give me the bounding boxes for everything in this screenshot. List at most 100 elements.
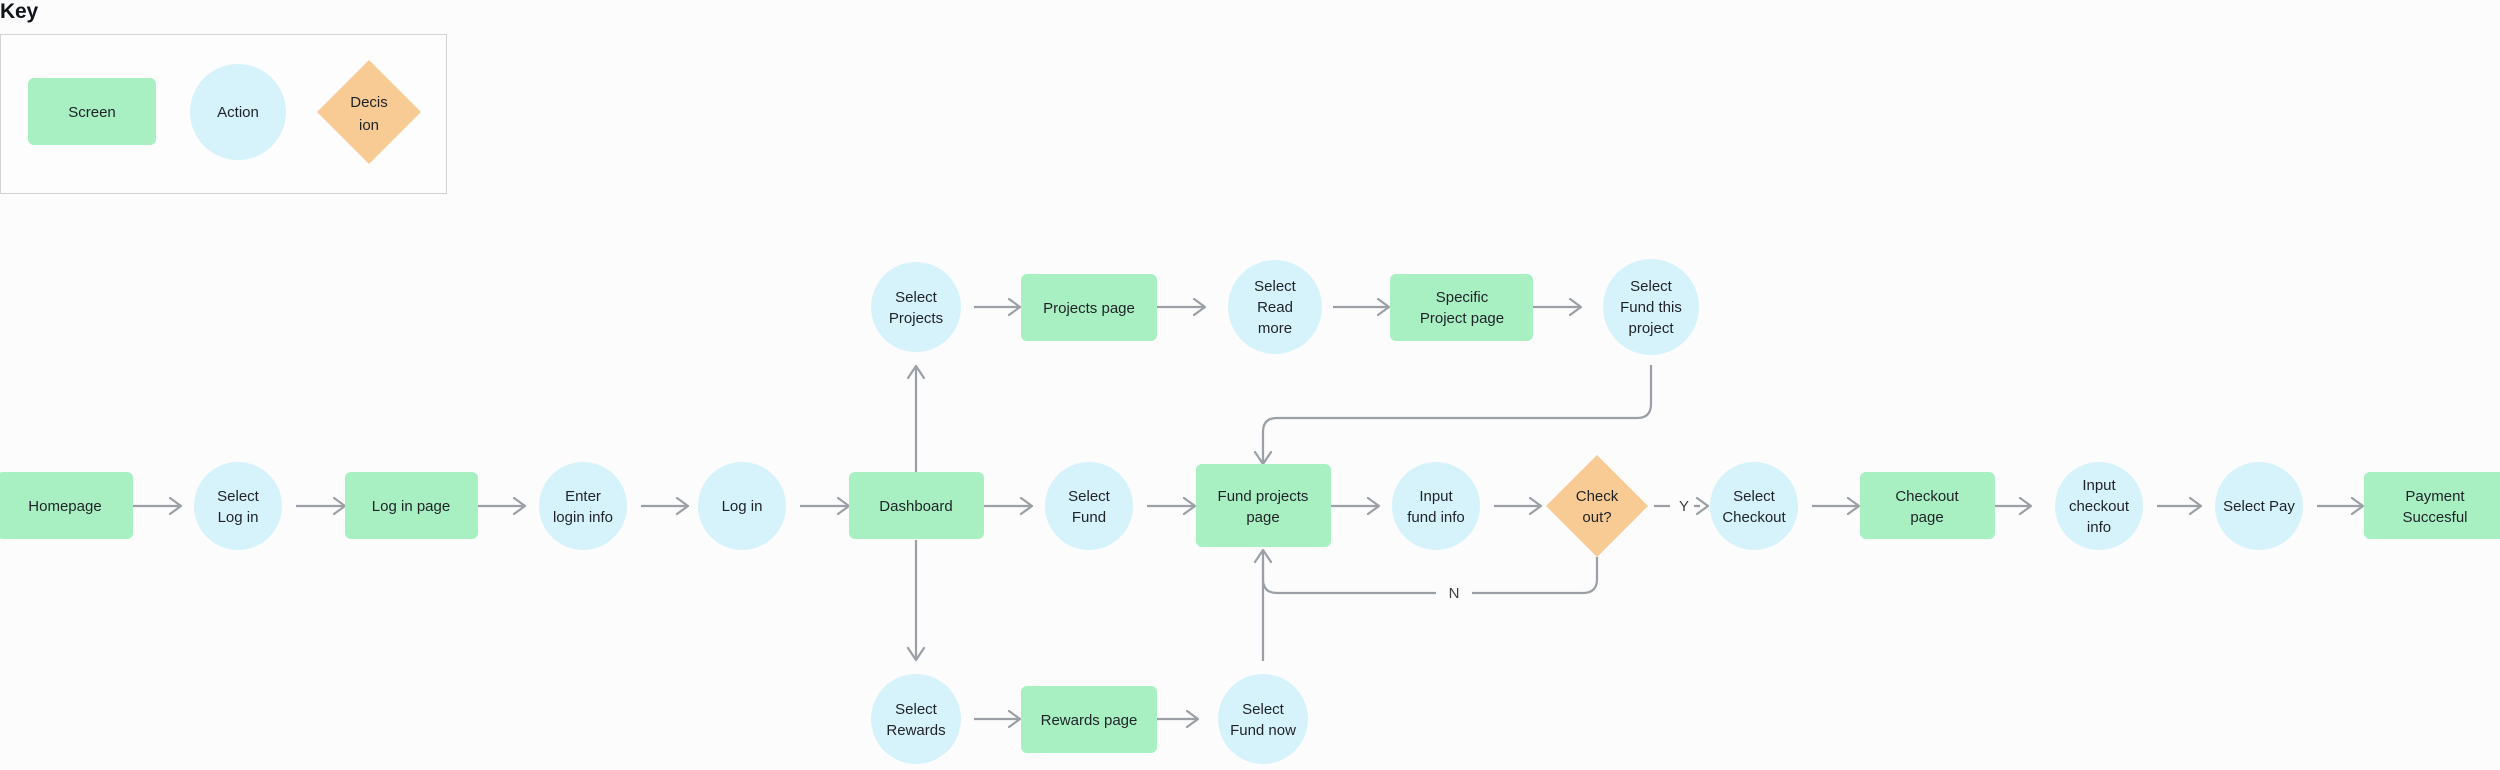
node-shape-circle[interactable]	[1218, 674, 1308, 764]
node-label-line2: Projects	[889, 310, 943, 327]
edge-select-read-to-specific-page	[1333, 297, 1391, 317]
node-homepage[interactable]: Homepage	[0, 472, 133, 539]
node-select-projects[interactable]: Select Projects	[871, 262, 961, 352]
node-input-fund-info[interactable]: Input fund info	[1392, 462, 1480, 550]
node-select-fund-this-project[interactable]: Select Fund this project	[1603, 259, 1699, 355]
node-label: Homepage	[28, 498, 101, 515]
key-decision-swatch	[317, 60, 421, 164]
key-item-screen: Screen	[28, 78, 156, 145]
node-label-line1: Specific	[1436, 289, 1489, 306]
node-label: Dashboard	[879, 498, 952, 515]
edge-checkout-page-to-input-checkout	[1995, 496, 2033, 516]
node-payment-successful[interactable]: Payment Succesful	[2364, 472, 2500, 539]
key-action-label: Action	[217, 104, 259, 121]
node-shape-circle[interactable]	[1710, 462, 1798, 550]
node-shape-circle[interactable]	[1603, 259, 1699, 355]
node-check-out-decision[interactable]: Check out?	[1546, 455, 1648, 557]
node-select-fund[interactable]: Select Fund	[1045, 462, 1133, 550]
node-select-fund-now[interactable]: Select Fund now	[1218, 674, 1308, 764]
node-select-login[interactable]: Select Log in	[194, 462, 282, 550]
node-label: Select Pay	[2223, 498, 2295, 515]
key-screen-swatch	[28, 78, 156, 145]
node-label-line2: Fund now	[1230, 722, 1296, 739]
node-label-line1: Check	[1576, 488, 1619, 505]
node-label-line2: Project page	[1420, 310, 1504, 327]
node-label-line1: Select	[1068, 488, 1111, 505]
node-shape-circle[interactable]	[698, 462, 786, 550]
key-screen-label: Screen	[68, 104, 116, 121]
node-label-line2: Succesful	[2402, 509, 2467, 526]
node-specific-project-page[interactable]: Specific Project page	[1390, 274, 1533, 341]
edge-fund-projects-to-input-fund-info	[1331, 496, 1381, 516]
node-shape-circle[interactable]	[871, 262, 961, 352]
node-shape-diamond[interactable]	[1546, 455, 1648, 557]
node-checkout-page[interactable]: Checkout page	[1860, 472, 1995, 539]
edge-projects-page-to-select-read	[1157, 297, 1207, 317]
node-login-page[interactable]: Log in page	[345, 472, 478, 539]
edge-login-page-to-enter-login	[478, 496, 527, 516]
node-label: Log in page	[372, 498, 450, 515]
node-input-checkout-info[interactable]: Input checkout info	[2055, 462, 2143, 550]
edge-select-rewards-to-rewards-page	[974, 709, 1022, 729]
node-select-read-more[interactable]: Select Read more	[1228, 260, 1322, 354]
node-label-line1: Checkout	[1895, 488, 1959, 505]
node-label-line2: Log in	[218, 509, 259, 526]
edge-homepage-to-select-login	[133, 496, 183, 516]
node-label-line1: Input	[2082, 477, 2116, 494]
edge-dashboard-to-select-rewards	[906, 540, 926, 662]
node-shape-circle[interactable]	[2215, 462, 2303, 550]
node-shape-rectangle[interactable]	[1390, 274, 1533, 341]
node-shape-rectangle[interactable]	[1021, 274, 1157, 341]
connectors: Y	[133, 297, 2365, 729]
node-shape-rectangle[interactable]	[849, 472, 984, 539]
node-shape-circle[interactable]	[1392, 462, 1480, 550]
node-label-line3: more	[1258, 320, 1292, 337]
node-label-line1: Payment	[2405, 488, 2465, 505]
node-shape-circle[interactable]	[194, 462, 282, 550]
node-dashboard[interactable]: Dashboard	[849, 472, 984, 539]
node-label-line1: Fund projects	[1218, 488, 1309, 505]
node-log-in[interactable]: Log in	[698, 462, 786, 550]
edge-dashboard-to-select-projects	[906, 364, 926, 473]
edge-check-out-yes-to-select-checkout: Y	[1654, 496, 1710, 516]
node-shape-circle[interactable]	[1228, 260, 1322, 354]
node-shape-rectangle[interactable]	[1021, 686, 1157, 753]
node-label-line2: out?	[1582, 509, 1611, 526]
edge-select-fund-this-to-fund-projects	[1253, 365, 1653, 466]
edge-dashboard-to-select-fund	[984, 496, 1034, 516]
edge-label-yes: Y	[1679, 498, 1689, 515]
key-decision-label-line1: Decis	[350, 94, 388, 111]
node-enter-login-info[interactable]: Enter login info	[539, 462, 627, 550]
node-fund-projects-page[interactable]: Fund projects page	[1196, 464, 1331, 547]
node-projects-page[interactable]: Projects page	[1021, 274, 1157, 341]
edge-input-fund-info-to-check-out	[1494, 496, 1543, 516]
node-rewards-page[interactable]: Rewards page	[1021, 686, 1157, 753]
key-decision-label-line2: ion	[359, 117, 379, 134]
edge-check-out-no-to-fund-projects: N	[1261, 557, 1599, 602]
node-label-line2: Read	[1257, 299, 1293, 316]
node-label-line2: login info	[553, 509, 613, 526]
edge-select-checkout-to-checkout-page	[1812, 496, 1861, 516]
node-label-line1: Select	[895, 701, 938, 718]
node-select-pay[interactable]: Select Pay	[2215, 462, 2303, 550]
node-shape-rectangle[interactable]	[2364, 472, 2500, 539]
key-item-action: Action	[190, 64, 286, 160]
node-label: Rewards page	[1041, 712, 1138, 729]
node-shape-rectangle[interactable]	[1196, 464, 1331, 547]
node-shape-circle[interactable]	[539, 462, 627, 550]
node-label-line2: Rewards	[886, 722, 945, 739]
node-shape-circle[interactable]	[1045, 462, 1133, 550]
node-shape-rectangle[interactable]	[0, 472, 133, 539]
node-select-rewards[interactable]: Select Rewards	[871, 674, 961, 764]
edge-rewards-page-to-select-fund-now	[1157, 709, 1200, 729]
node-select-checkout[interactable]: Select Checkout	[1710, 462, 1798, 550]
node-label-line2: checkout	[2069, 498, 2130, 515]
edge-label-no: N	[1449, 585, 1460, 602]
node-shape-rectangle[interactable]	[345, 472, 478, 539]
node-shape-circle[interactable]	[871, 674, 961, 764]
node-shape-rectangle[interactable]	[1860, 472, 1995, 539]
node-shape-circle[interactable]	[2055, 462, 2143, 550]
edge-log-in-to-dashboard	[800, 496, 851, 516]
edge-specific-page-to-select-fund-this	[1533, 297, 1583, 317]
node-label-line2: fund info	[1407, 509, 1465, 526]
